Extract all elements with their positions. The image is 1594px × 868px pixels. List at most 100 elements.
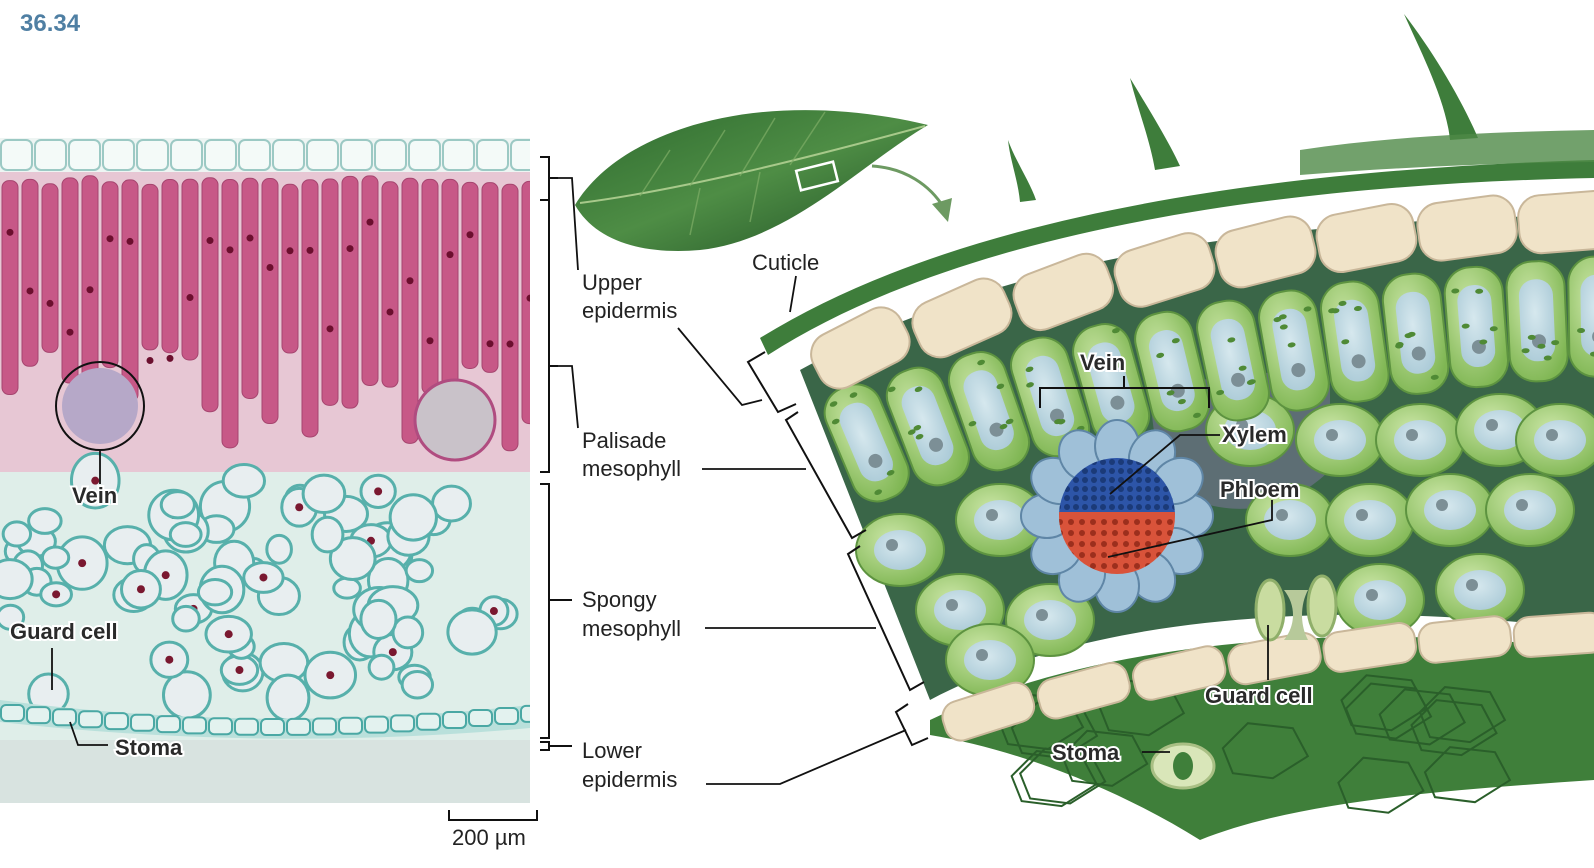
phloem-cell [1134,563,1140,569]
palisade-cell [61,177,79,384]
spongy-cell [446,608,498,656]
lower-epidermis-cell [234,717,259,736]
nucleus [326,325,334,333]
upper-epidermis-cell [1416,194,1518,262]
spongy-cell [171,604,201,633]
upper-epidermis-cell [1517,190,1594,255]
lower-epidermis-cell [468,709,493,728]
phloem-cell [1079,552,1085,558]
vascular-bundle [1020,419,1214,613]
xylem-vessel [1073,495,1079,501]
spongy-cell [301,473,347,515]
phloem-cell [1068,519,1074,525]
spongy-mesophyll-cell [945,623,1035,697]
cuticle-label: Cuticle [752,250,819,275]
stoma-surface-view [1150,742,1216,790]
spongy-mesophyll-cell [1485,473,1575,547]
diagram-brackets [746,351,1210,747]
palisade-cell [441,178,459,390]
palisade-mesophyll-cell [1072,323,1151,445]
upper-epidermis-cell [34,139,67,171]
xylem-vessel [1091,495,1097,501]
nucleus [66,328,74,336]
nucleus [52,590,61,599]
surface-cell-outline [1337,756,1425,814]
lower-epidermis-cell [104,712,129,731]
lower-epidermis-cell [390,714,415,733]
lower-epidermis-cell [312,717,337,736]
phloem-cell [1101,519,1107,525]
nucleus [224,630,233,639]
xylem-vessel [1118,495,1124,501]
figure-number: 36.34 [20,10,81,37]
phloem-cell [1090,519,1096,525]
nucleus [306,246,314,254]
phloem-cell [1156,519,1162,525]
nucleus [386,308,394,316]
palisade-mesophyll-cell [947,351,1031,472]
xylem-vessel [1145,486,1151,492]
nucleus [374,487,383,496]
palisade-mesophyll-cell [885,366,970,487]
palisade-mesophyll-cell [1505,260,1569,383]
xylem-vessel [1100,459,1106,465]
phloem-cell [1079,530,1085,536]
phloem-cell [1090,530,1096,536]
spongy-cell [332,576,362,600]
xylem-vessel [1136,486,1142,492]
xylem-vessel [1118,486,1124,492]
lower-epidermis-cell [520,704,530,723]
spongy-cell [221,462,267,499]
xylem-vessel [1136,477,1142,483]
xylem-vessel [1127,504,1133,510]
xylem-vessel [1154,477,1160,483]
xylem-vessel [1154,495,1160,501]
xylem-vessel [1127,459,1133,465]
upper-epidermis-cell [136,139,169,171]
nucleus [206,237,214,245]
upper-epidermis-cell [306,139,339,171]
palisade-cell [461,181,479,369]
phloem-cell [1101,530,1107,536]
palisade-mesophyll-label-line2: mesophyll [582,456,681,481]
phloem-cell [1134,530,1140,536]
palisade-cell [181,178,199,361]
phloem-cell [1112,541,1118,547]
xylem-vessel [1064,495,1070,501]
xylem-vessel [1109,495,1115,501]
phloem-cell [1123,563,1129,569]
xylem-vessel [1118,468,1124,474]
palisade-cell [381,181,399,388]
stoma-label: Stoma [1052,740,1120,765]
xylem-vessel [1118,504,1124,510]
surface-cell-outline [1010,701,1099,759]
xylem-vessel [1073,477,1079,483]
lower-epidermis-cell [416,712,441,731]
nucleus [506,340,514,348]
nucleus [106,235,114,243]
palisade-cell [341,175,359,409]
upper-epidermis-cell [1113,232,1216,308]
lower-epidermis-cell [1322,622,1417,673]
spongy-cell [359,598,398,640]
phloem-cell [1112,519,1118,525]
spongy-mesophyll-cell [1405,473,1495,547]
xylem-vessel [1145,504,1151,510]
upper-epidermis-cell [102,139,135,171]
nucleus [161,571,170,580]
micro-vein-tissue [413,378,497,462]
phloem-label: Phloem [1220,477,1299,502]
lower-epidermis-cell [1132,645,1227,701]
micro-vein-label: Vein [72,483,117,508]
spongy-mesophyll-label-line2: mesophyll [582,616,681,641]
xylem-vessel [1100,486,1106,492]
spongy-mesophyll-cell [1245,483,1335,557]
xylem-vessel [1136,504,1142,510]
spongy-mesophyll-cell [1005,583,1095,657]
lower-epidermis-cell [156,715,181,734]
phloem-cell [1134,519,1140,525]
palisade-mesophyll-cell [1258,289,1330,412]
spongy-mesophyll-label-line1: Spongy [582,587,657,612]
spongy-cell [0,558,34,601]
